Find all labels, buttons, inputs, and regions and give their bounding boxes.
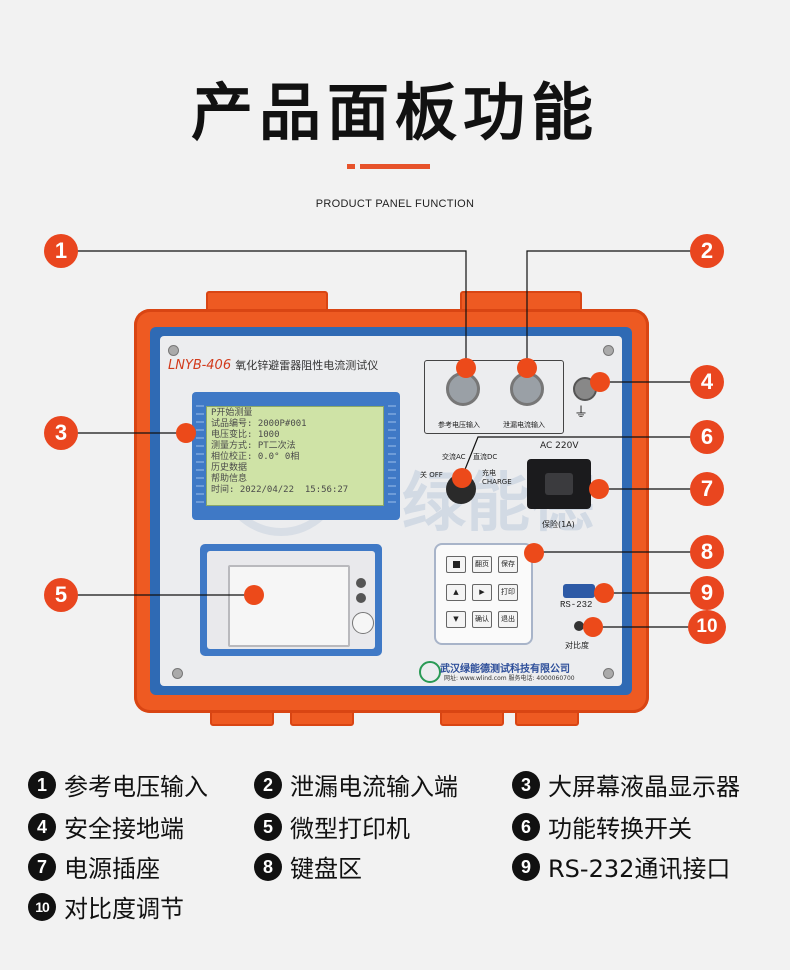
printer-paper-door[interactable] [228, 565, 350, 647]
device-model: LNYB-406 氧化锌避雷器阻性电流测试仪 [168, 357, 378, 373]
switch-label: 充电 CHARGE [482, 469, 512, 486]
power-socket[interactable] [527, 459, 591, 509]
confirm-key[interactable]: 确认 [472, 611, 492, 628]
callout-dot [583, 617, 603, 637]
contrast-knob-icon[interactable] [574, 621, 584, 631]
callout-dot [452, 468, 472, 488]
title-underline-dot [347, 164, 355, 169]
callout-3: 3 [44, 416, 78, 450]
callout-dot [524, 543, 544, 563]
callout-4: 4 [690, 365, 724, 399]
lcd-line: P开始测量 [211, 408, 253, 418]
print-key[interactable]: 打印 [498, 584, 518, 601]
lcd-line: 历史数据 [211, 463, 248, 473]
switch-label: 直流DC [473, 453, 498, 461]
connector-label: 参考电压输入 [438, 421, 480, 429]
company-contact: 网址: www.wlind.com 服务电话: 4000060700 [444, 675, 575, 682]
lcd-line: 测量方式: PT二次法 [211, 441, 296, 451]
callout-6: 6 [690, 420, 724, 454]
printer-feed-button[interactable] [352, 612, 374, 634]
switch-label: 交流AC [442, 453, 466, 461]
ac-label: AC 220V [540, 441, 579, 451]
callout-8: 8 [690, 535, 724, 569]
input-connector-panel [424, 360, 564, 434]
company-name: 武汉绿能德测试科技有限公司 [440, 664, 570, 675]
callout-dot [589, 479, 609, 499]
down-key[interactable]: ▼ [446, 611, 466, 628]
page-key[interactable]: 翻页 [472, 556, 492, 573]
callout-5: 5 [44, 578, 78, 612]
exit-key[interactable]: 退出 [498, 611, 518, 628]
printer-led-icon [356, 578, 366, 588]
rs232-label: RS-232 [560, 600, 593, 610]
callout-2: 2 [690, 234, 724, 268]
up-key[interactable]: ▲ [446, 584, 466, 601]
callout-dot [517, 358, 537, 378]
screw-icon [172, 668, 183, 679]
company-logo-icon [419, 661, 441, 683]
lcd-frame-grille [196, 405, 396, 503]
callout-7: 7 [690, 472, 724, 506]
device-name: 氧化锌避雷器阻性电流测试仪 [235, 359, 379, 372]
rs232-port[interactable] [563, 584, 595, 598]
lcd-line: 试品编号: 2000P#001 [211, 419, 307, 429]
lcd-line: 相位校正: 0.0° 0相 [211, 452, 300, 462]
lcd-line: 电压变比: 1000 [211, 430, 280, 440]
screw-icon [603, 345, 614, 356]
lcd-screen: P开始测量 试品编号: 2000P#001 电压变比: 1000 测量方式: P… [206, 406, 384, 506]
callout-10: 10 [688, 610, 726, 644]
model-number: LNYB-406 [168, 358, 232, 373]
lcd-line: 帮助信息 [211, 474, 248, 484]
connector-label: 泄漏电流输入 [503, 421, 545, 429]
lcd-line: 时间: 2022/04/22 15:56:27 [211, 485, 349, 495]
title-underline [360, 164, 430, 169]
callout-dot [176, 423, 196, 443]
callout-9: 9 [690, 576, 724, 610]
ground-icon: ⏚ [574, 405, 588, 421]
callout-dot [590, 372, 610, 392]
stop-key[interactable] [446, 556, 466, 573]
screw-icon [168, 345, 179, 356]
contrast-label: 对比度 [565, 641, 589, 650]
page-title: 产品面板功能 [190, 76, 599, 149]
callout-dot [594, 583, 614, 603]
callout-dot [244, 585, 264, 605]
printer-led-icon [356, 593, 366, 603]
save-key[interactable]: 保存 [498, 556, 518, 573]
callout-dot [456, 358, 476, 378]
right-key[interactable]: ▶ [472, 584, 492, 601]
screw-icon [603, 668, 614, 679]
callout-1: 1 [44, 234, 78, 268]
page-subtitle: PRODUCT PANEL FUNCTION [315, 198, 475, 210]
fuse-label: 保险(1A) [542, 520, 575, 529]
switch-label: 关 OFF [420, 471, 443, 479]
